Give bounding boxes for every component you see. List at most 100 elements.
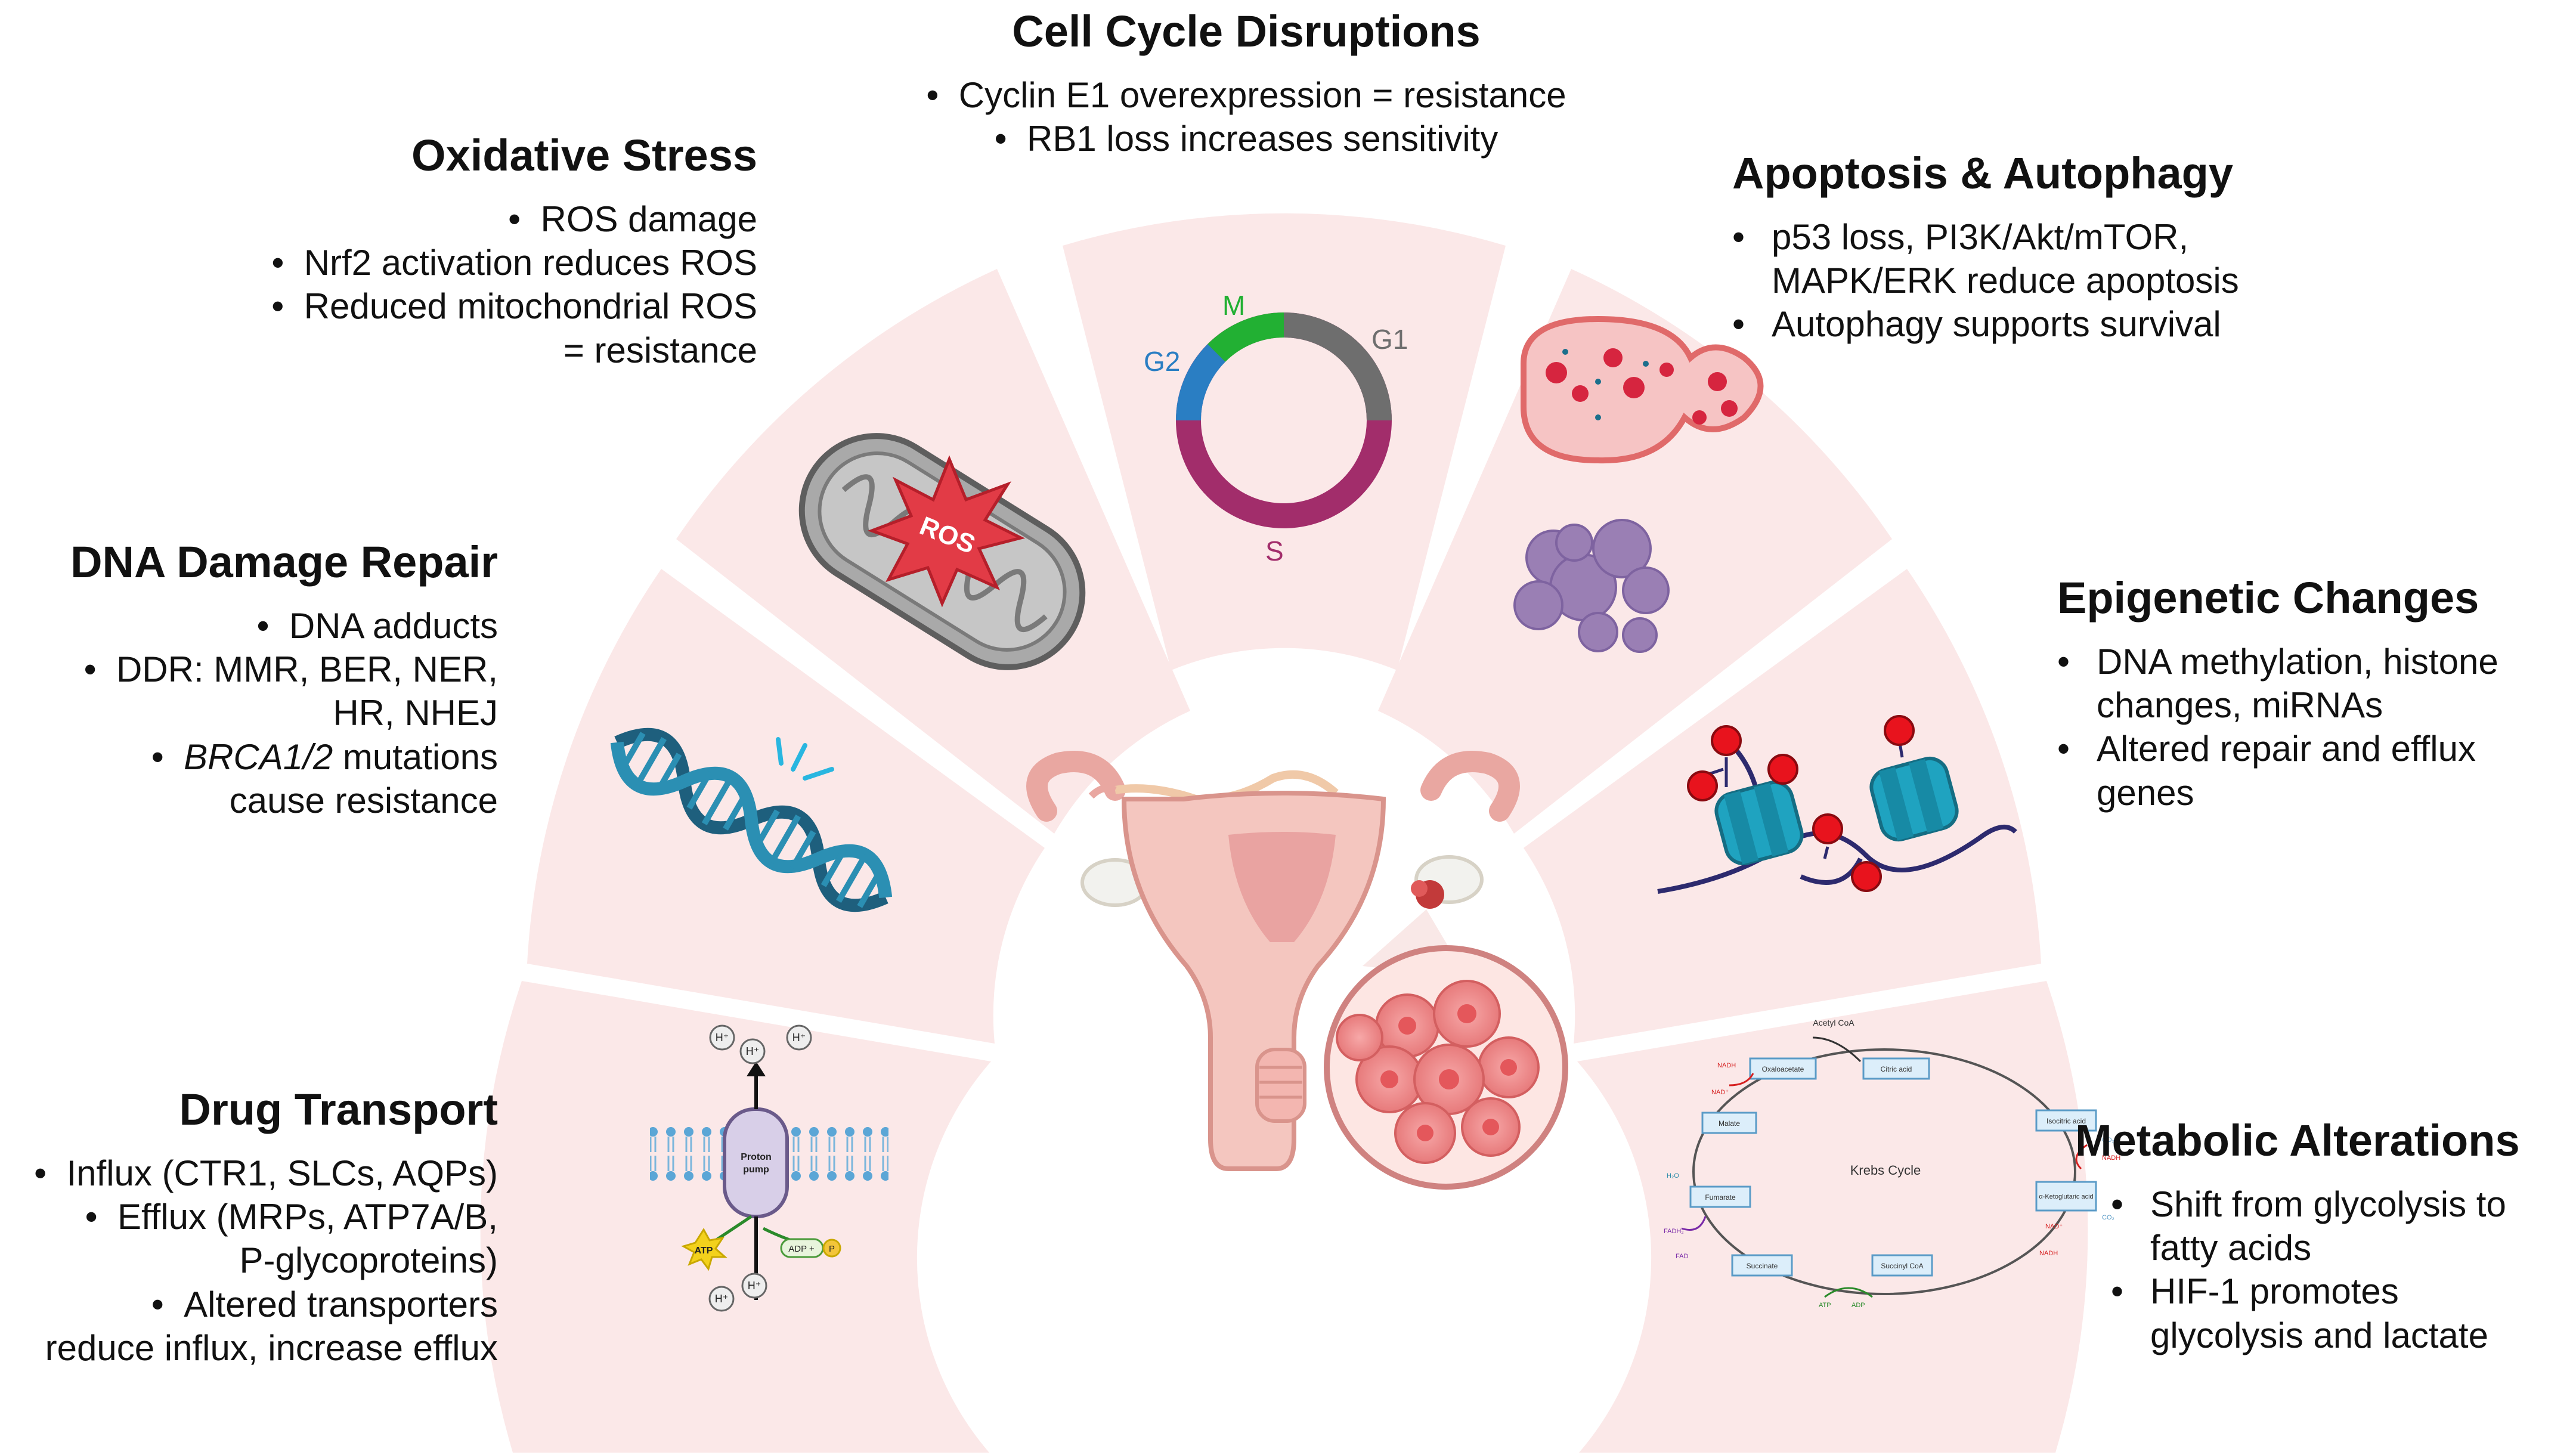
panel-oxidative-stress: Oxidative Stress • ROS damage • Nrf2 act… [203, 130, 757, 372]
krebs-node-text-2: Citric acid [1881, 1065, 1912, 1073]
bullet-item: • RB1 loss increases sensitivity [994, 119, 1498, 159]
acetyl-coa-label: Acetyl CoA [1813, 1018, 1854, 1027]
cofactor-nad-2: NAD⁺ [2045, 1223, 2063, 1230]
list-drug-transport: • Influx (CTR1, SLCs, AQPs) • Efflux (MR… [6, 1151, 498, 1370]
apoptotic-cell-icon [1521, 315, 1764, 464]
cell-cycle-ring: M G1 G2 S [1144, 290, 1408, 566]
krebs-node-text-3: Isocitric acid [2046, 1117, 2086, 1125]
cofactor-adp: ADP [1852, 1302, 1865, 1309]
list-dna-repair: • DNA adducts • DDR: MMR, BER, NER, HR, … [24, 604, 498, 822]
proton-5: H⁺ [715, 1293, 729, 1305]
phase-label-m: M [1222, 290, 1245, 321]
pump-label-2: pump [743, 1165, 769, 1175]
bullet-item: •p53 loss, PI3K/Akt/mTOR, MAPK/ERK reduc… [1732, 217, 2239, 301]
title-oxidative-stress: Oxidative Stress [411, 131, 757, 180]
cofactor-nadh-1: NADH [1717, 1062, 1736, 1069]
bullet-item: • Cyclin E1 overexpression = resistance [926, 75, 1566, 116]
panel-metabolic: Metabolic Alterations •Shift from glycol… [2075, 1115, 2564, 1357]
krebs-node-citric [1862, 1057, 1930, 1080]
bullet-item: • Efflux (MRPs, ATP7A/B, [85, 1197, 498, 1237]
phase-label-s: S [1265, 535, 1284, 566]
bullet-continuation: HR, NHEJ [333, 693, 498, 733]
bullet-item: • DNA adducts [256, 606, 498, 646]
bullet-item: • ROS damage [508, 199, 757, 240]
krebs-cycle-icon: Krebs Cycle Acetyl CoA Oxaloacetate Citr… [1664, 1018, 2120, 1309]
proton-2: H⁺ [746, 1045, 760, 1057]
krebs-node-text-7: Fumarate [1705, 1193, 1736, 1202]
bullet-item: • Reduced mitochondrial ROS [271, 286, 757, 327]
cofactor-co2-2: CO₂ [2102, 1214, 2114, 1221]
krebs-node-text-4: α-Ketoglutaric acid [2039, 1193, 2093, 1200]
proton-3: H⁺ [792, 1032, 806, 1044]
proton-1: H⁺ [716, 1032, 729, 1044]
bullet-item: • BRCA1/2 mutations [151, 736, 498, 777]
proton-pump-icon: Proton pump H⁺ H⁺ H⁺ H⁺ H⁺ ATP ADP + [650, 1024, 888, 1312]
panel-cell-cycle: Cell Cycle Disruptions • Cyclin E1 overe… [894, 6, 1598, 160]
bullet-item: •Altered repair and efflux genes [2057, 729, 2476, 813]
list-epigenetic: •DNA methylation, histone changes, miRNA… [2057, 640, 2570, 815]
krebs-node-text-1: Oxaloacetate [1762, 1065, 1804, 1073]
sector-metabolic [1577, 981, 2088, 1453]
krebs-node-oxaloacetate [1749, 1057, 1817, 1080]
list-cell-cycle: • Cyclin E1 overexpression = resistance … [894, 73, 1598, 160]
cofactor-fad: FAD [1676, 1253, 1688, 1260]
bullet-continuation: = resistance [563, 330, 757, 370]
bullet-continuation: reduce influx, increase efflux [45, 1327, 498, 1368]
panel-epigenetic: Epigenetic Changes •DNA methylation, his… [2057, 572, 2570, 815]
phase-label-g1: G1 [1371, 324, 1408, 355]
sector-cell-cycle [1063, 213, 1506, 670]
bullet-item: • Altered transporters [151, 1284, 498, 1324]
bullet-item: •Shift from glycolysis to fatty acids [2111, 1184, 2506, 1268]
title-drug-transport: Drug Transport [179, 1085, 498, 1134]
list-metabolic: •Shift from glycolysis to fatty acids •H… [2111, 1182, 2564, 1357]
damage-spark-icon [776, 737, 834, 781]
bullet-item: •DNA methylation, histone changes, miRNA… [2057, 642, 2498, 726]
title-dna-repair: DNA Damage Repair [70, 537, 498, 587]
cofactor-fadh2: FADH₂ [1664, 1228, 1684, 1235]
cofactor-nad-1: NAD⁺ [1711, 1089, 1729, 1096]
bullet-continuation: cause resistance [229, 780, 498, 821]
pi-label: P [829, 1244, 835, 1254]
panel-apoptosis: Apoptosis & Autophagy •p53 loss, PI3K/Ak… [1732, 148, 2388, 346]
dna-helix-icon [610, 728, 893, 912]
bullet-item: • DDR: MMR, BER, NER, [83, 649, 498, 690]
tumor-magnify-icon [1324, 945, 1568, 1190]
cofactor-nadh-2: NADH [2102, 1154, 2120, 1162]
krebs-node-ketoglutaric [2035, 1181, 2097, 1212]
krebs-node-succinyl [1871, 1254, 1933, 1277]
bullet-item: •HIF-1 promotes glycolysis and lactate [2111, 1271, 2488, 1355]
krebs-node-isocitric [2035, 1109, 2097, 1132]
panel-dna-repair: DNA Damage Repair • DNA adducts • DDR: M… [24, 537, 498, 822]
krebs-center-label: Krebs Cycle [1850, 1163, 1921, 1178]
krebs-node-text-6: Succinate [1747, 1262, 1778, 1270]
krebs-node-succinate [1731, 1254, 1793, 1277]
bullet-item: •Autophagy supports survival [1732, 304, 2221, 345]
krebs-node-fumarate [1689, 1185, 1751, 1208]
bullet-item: • Influx (CTR1, SLCs, AQPs) [34, 1153, 498, 1194]
cofactor-co2-1: CO₂ [2102, 1137, 2114, 1144]
pump-label-1: Proton [741, 1152, 772, 1162]
adp-label: ADP + [788, 1244, 815, 1254]
list-oxidative-stress: • ROS damage • Nrf2 activation reduces R… [203, 197, 757, 372]
cofactor-h2o: H₂O [1667, 1172, 1679, 1180]
sector-drug-transport [480, 981, 991, 1453]
panel-drug-transport: Drug Transport • Influx (CTR1, SLCs, AQP… [6, 1084, 498, 1370]
nucleosome-icon [1657, 715, 2017, 894]
title-cell-cycle: Cell Cycle Disruptions [1012, 7, 1481, 56]
krebs-node-text-5: Succinyl CoA [1881, 1262, 1923, 1270]
atp-burst-icon [681, 1228, 727, 1271]
ros-burst-icon: ROS [867, 455, 1026, 608]
title-metabolic: Metabolic Alterations [2075, 1116, 2520, 1165]
krebs-node-text-8: Malate [1719, 1119, 1740, 1128]
autophagy-cell-icon [1513, 519, 1670, 653]
phase-label-g2: G2 [1144, 346, 1180, 377]
bullet-continuation: P-glycoproteins) [239, 1240, 498, 1281]
title-epigenetic: Epigenetic Changes [2057, 573, 2479, 623]
cofactor-nadh-3: NADH [2039, 1250, 2058, 1257]
proton-4: H⁺ [748, 1280, 761, 1292]
gene-name: BRCA1/2 [184, 736, 333, 777]
list-apoptosis: •p53 loss, PI3K/Akt/mTOR, MAPK/ERK reduc… [1732, 215, 2388, 346]
atp-label: ATP [695, 1246, 713, 1256]
